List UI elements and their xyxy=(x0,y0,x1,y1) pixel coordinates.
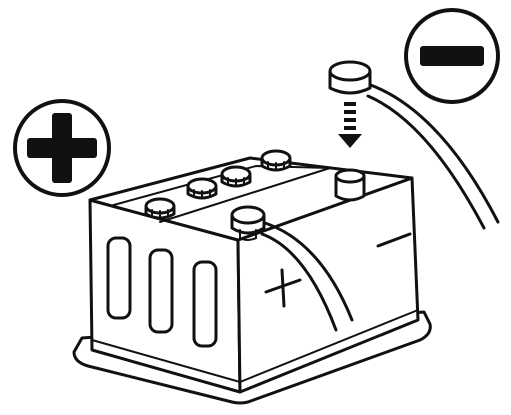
positive-cable xyxy=(260,220,354,332)
positive-terminal-clamp xyxy=(230,205,266,241)
vent-caps xyxy=(144,149,292,220)
battery-plus-marking xyxy=(264,268,302,308)
negative-terminal-post xyxy=(334,168,366,202)
cell-windows xyxy=(106,236,218,348)
positive-symbol-icon xyxy=(13,99,111,197)
negative-symbol-icon xyxy=(404,8,500,104)
connect-direction-arrow-icon xyxy=(338,102,362,148)
negative-cable xyxy=(366,82,500,230)
negative-terminal-clamp xyxy=(328,60,372,95)
battery-minus-marking xyxy=(376,232,412,248)
